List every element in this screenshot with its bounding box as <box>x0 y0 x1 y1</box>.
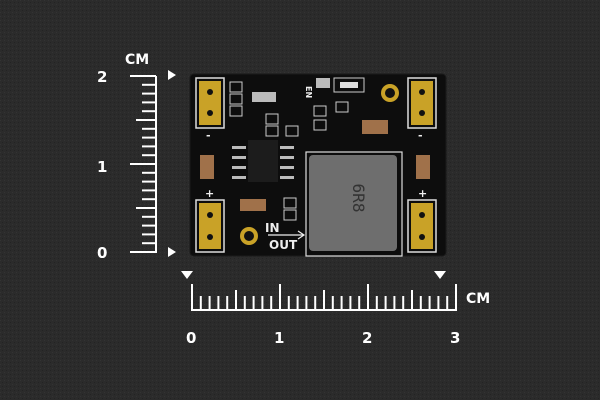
horizontal-ruler-label-0: 0 <box>186 329 196 347</box>
out-label: OUT <box>269 238 298 252</box>
inductor-marking: 6R8 <box>349 184 368 213</box>
horizontal-marker-left <box>181 271 193 279</box>
plus-label-right: + <box>418 187 427 200</box>
capacitors <box>200 120 430 211</box>
vertical-ruler-unit: CM <box>125 52 149 68</box>
arrow-icon <box>268 230 306 240</box>
in-label: IN <box>265 221 280 235</box>
vertical-marker-bottom <box>168 247 176 257</box>
horizontal-ruler-unit: CM <box>466 291 490 307</box>
vertical-ruler: CM 0 1 2 <box>97 52 176 262</box>
pcb-board: 6R8 IN OUT EN + + - - <box>189 73 447 257</box>
vertical-ruler-label-1: 1 <box>97 158 107 176</box>
vertical-marker-top <box>168 70 176 80</box>
minus-label-right: - <box>418 129 423 142</box>
horizontal-ruler-label-2: 2 <box>362 329 372 347</box>
header-pads <box>199 81 433 249</box>
ic-chip <box>248 140 278 182</box>
minus-label-left: - <box>206 129 211 142</box>
vertical-ruler-label-0: 0 <box>97 244 107 262</box>
inductor <box>309 155 397 251</box>
horizontal-ruler-label-1: 1 <box>274 329 284 347</box>
horizontal-ruler-label-3: 3 <box>450 329 460 347</box>
horizontal-ruler: CM 0 1 2 3 <box>181 271 490 347</box>
plus-label-left: + <box>205 187 214 200</box>
en-label: EN <box>304 86 313 98</box>
horizontal-marker-right <box>434 271 446 279</box>
vertical-ruler-label-2: 2 <box>97 68 107 86</box>
